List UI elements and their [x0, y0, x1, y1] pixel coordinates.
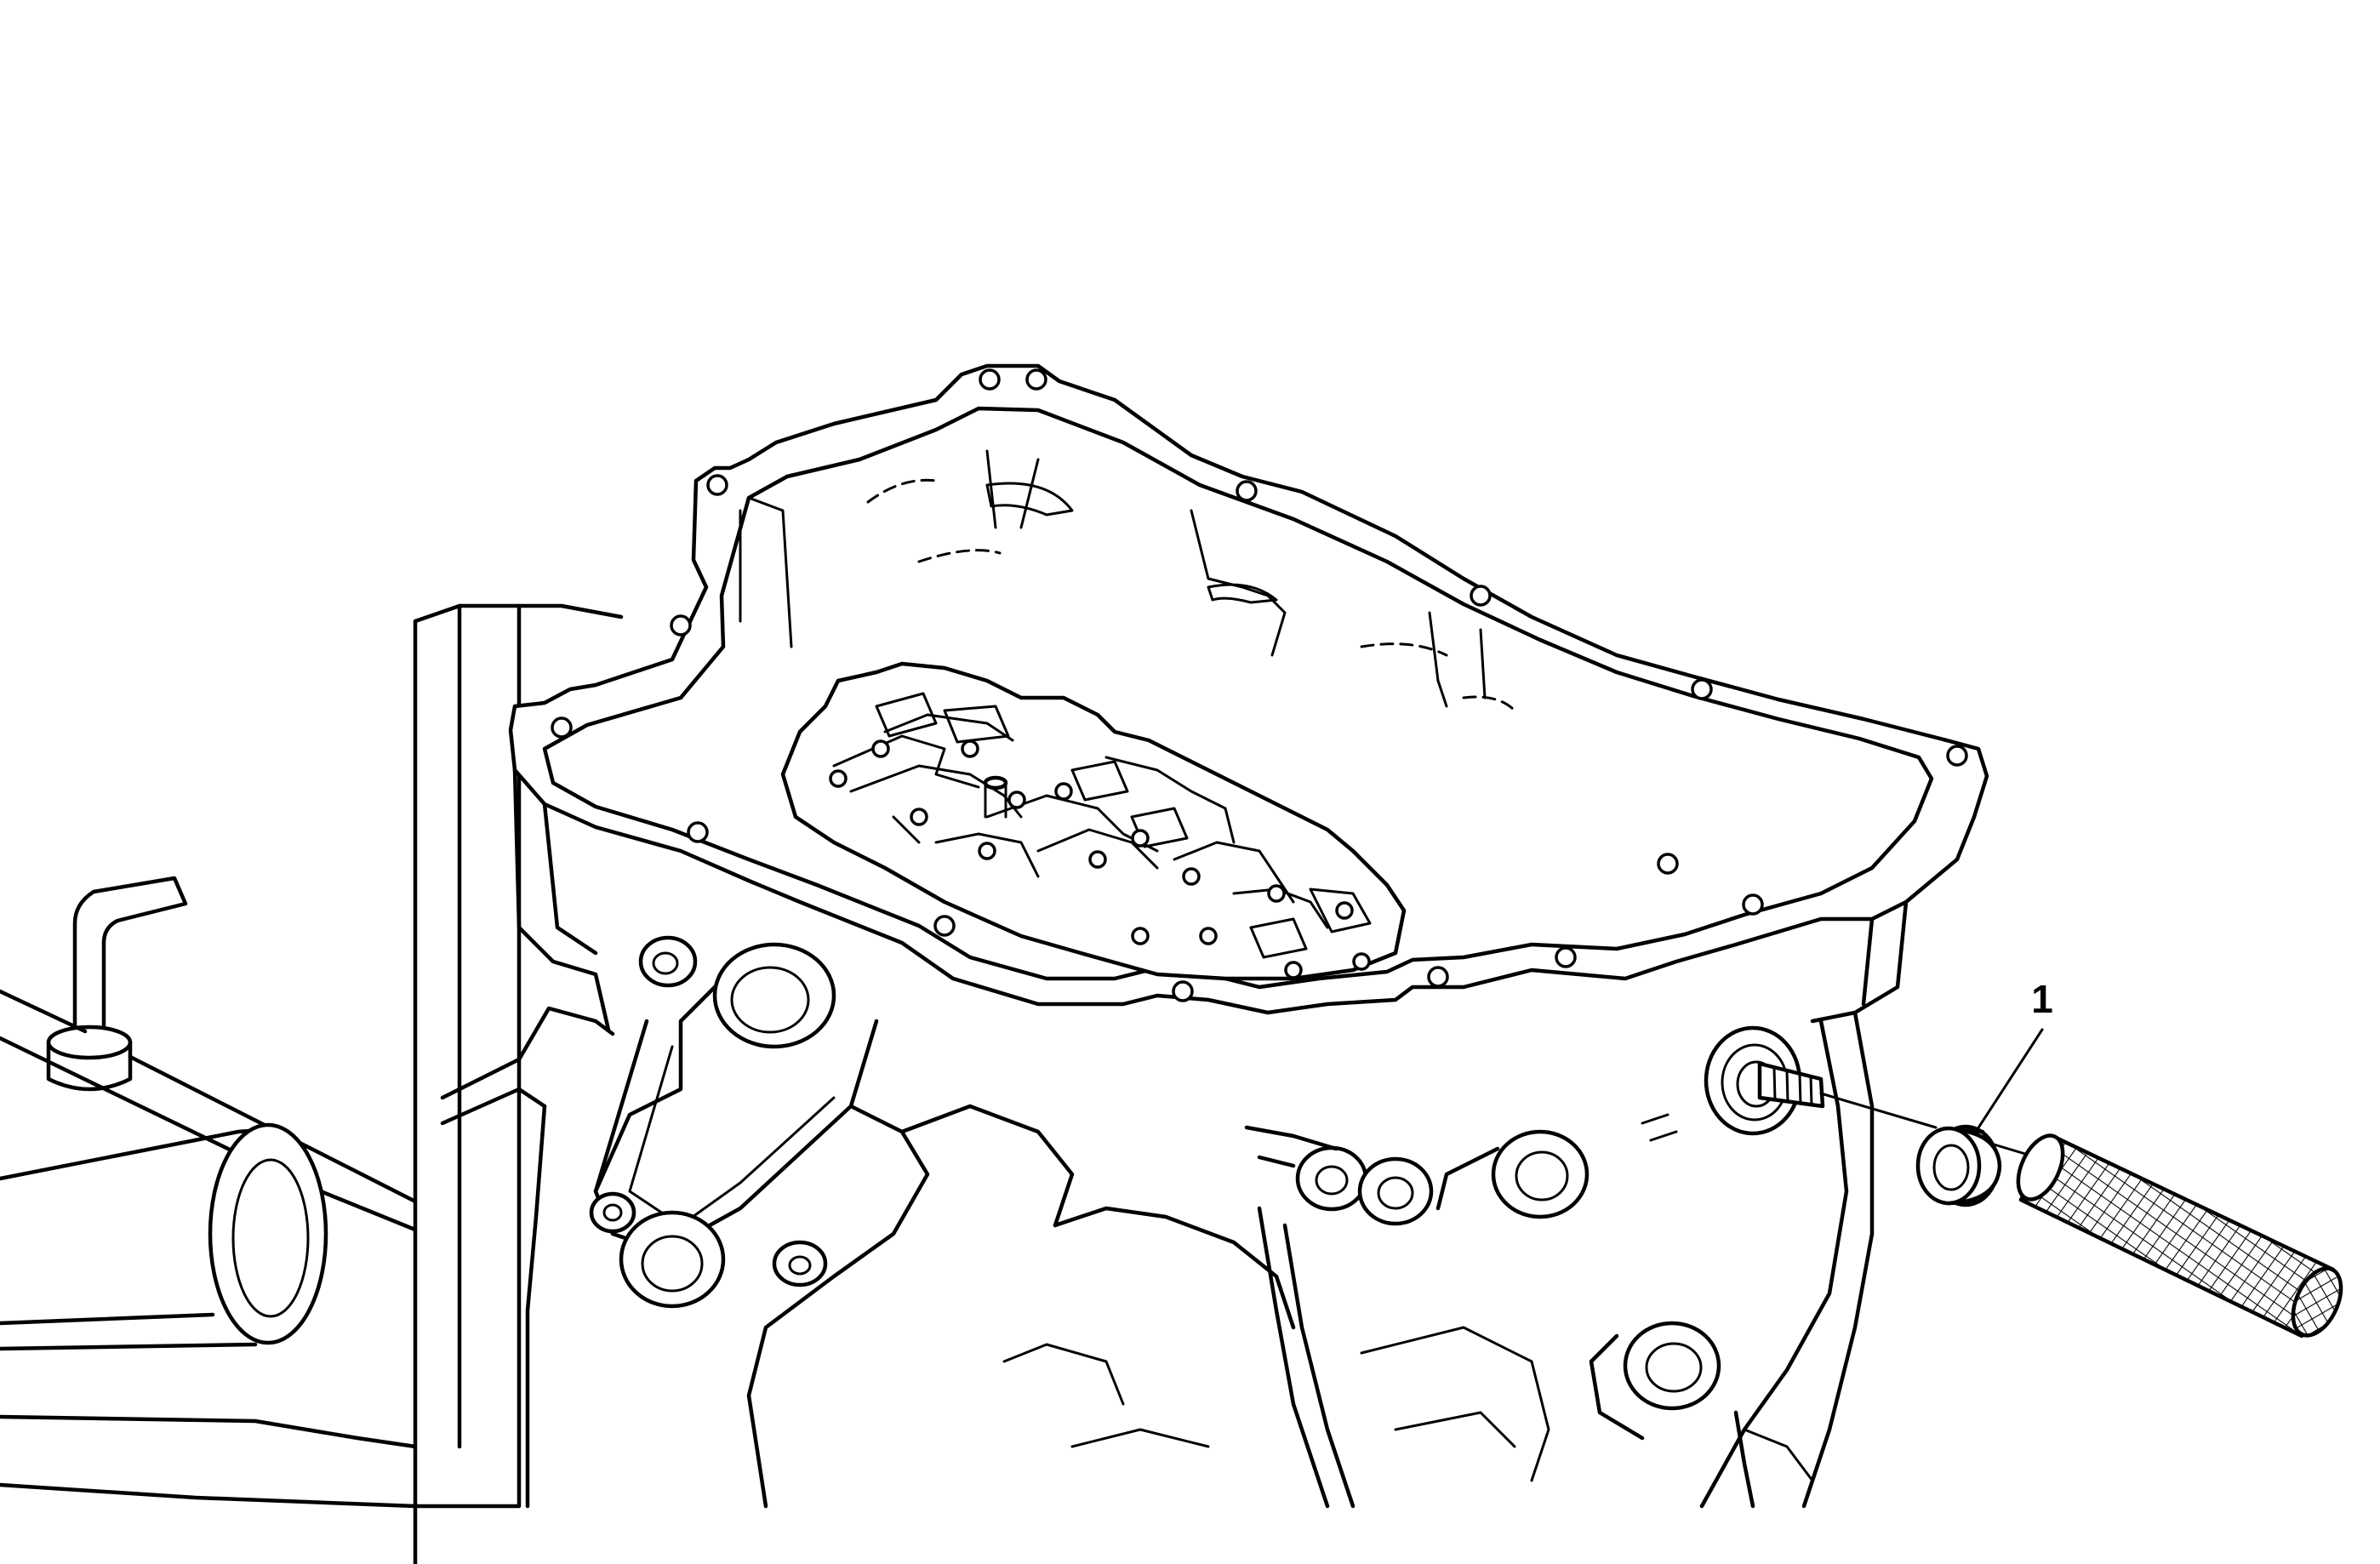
case-mounting-bosses — [589, 935, 1875, 1509]
valve-body — [780, 661, 1407, 981]
callout-1-leader — [1974, 1028, 2044, 1133]
flange-bolt-holes — [551, 368, 1968, 1002]
axle-seal-bore — [1704, 1025, 1825, 1136]
seal-installer-tool — [2016, 1133, 2343, 1339]
axle-seal — [1915, 1124, 2002, 1207]
valve-body-bolts — [829, 739, 1371, 979]
callout-1: 1 — [1974, 977, 2053, 1133]
callout-1-label: 1 — [2031, 977, 2053, 1021]
